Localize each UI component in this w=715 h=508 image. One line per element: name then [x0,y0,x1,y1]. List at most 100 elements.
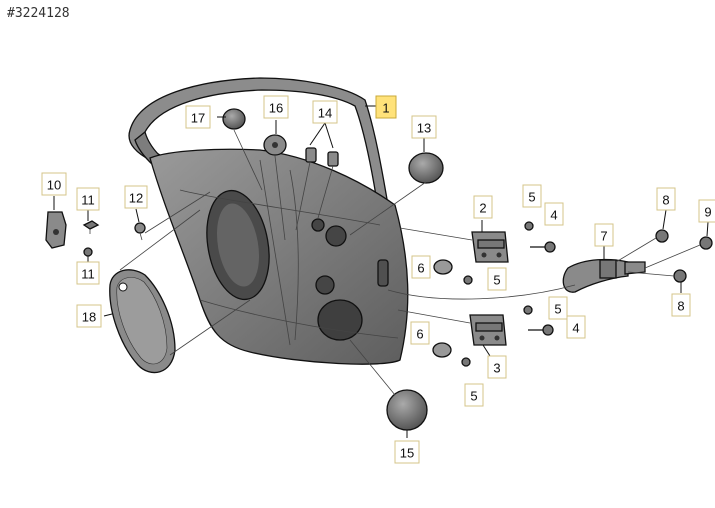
grommet-16 [263,134,287,156]
callout-number: 11 [81,267,95,282]
callout-box [76,187,100,211]
callout-box [312,100,338,124]
callout-box [464,383,484,407]
callout-box [487,267,507,291]
callout-box [185,105,211,129]
door-panel [149,148,409,365]
callout-box [410,321,430,345]
callout-c1: 1 [375,95,397,119]
bolt-8a [655,229,669,243]
callout-c17: 17 [185,105,211,129]
buffer-6b [432,342,452,358]
callout-c11b: 11 [76,261,100,285]
callout-c6a: 6 [411,255,431,279]
callout-box [671,293,691,317]
callout-number: 6 [417,261,424,276]
callout-box [522,184,542,208]
callout-box [41,172,67,196]
hinge-upper [471,231,509,263]
reference-number: #3224128 [7,6,70,21]
callout-box [411,255,431,279]
callout-box [566,315,586,339]
plug-13 [408,152,444,184]
callout-c2: 2 [473,195,493,219]
clip-12 [134,222,146,241]
screw-5a [524,221,534,231]
callout-number: 13 [417,121,431,136]
callout-number: 12 [129,191,143,206]
callout-box [548,296,568,320]
callout-number: 17 [191,111,205,126]
callout-c5a: 5 [522,184,542,208]
screw-5d [461,357,471,367]
clips-14 [305,147,339,167]
callout-number: 8 [662,193,669,208]
callout-c3: 3 [487,355,507,379]
callout-c8b: 8 [671,293,691,317]
callout-number: 7 [600,229,607,244]
hinge-lower [469,314,507,346]
callout-c12: 12 [124,185,148,209]
callout-number: 14 [318,106,332,121]
callout-number: 5 [528,190,535,205]
callout-c6b: 6 [410,321,430,345]
callout-number: 6 [416,327,423,342]
callout-box [375,95,397,119]
callout-c4a: 4 [544,202,564,226]
callout-c7: 7 [594,223,614,247]
callout-box [76,304,102,328]
callout-c13: 13 [411,115,437,139]
callout-c4b: 4 [566,315,586,339]
callout-number: 11 [81,193,95,208]
callout-c9: 9 [698,199,715,223]
callout-number: 10 [47,178,61,193]
bolt-4b [528,324,554,336]
callout-box [487,355,507,379]
callout-c16: 16 [263,95,289,119]
bolt-8b [673,269,687,283]
callout-box [263,95,289,119]
callout-number: 16 [269,101,283,116]
callout-box [124,185,148,209]
callout-box [594,223,614,247]
callout-c15: 15 [394,440,420,464]
screw-11b [83,247,93,257]
callout-number: 18 [82,310,96,325]
leader-lines [53,105,709,438]
callout-box [544,202,564,226]
callout-c5d: 5 [464,383,484,407]
callout-c14: 14 [312,100,338,124]
callout-number: 5 [554,302,561,317]
door-check [562,258,646,293]
buffer-6a [433,259,453,275]
callout-number: 3 [493,361,500,376]
callout-number: 4 [550,208,557,223]
callout-number: 2 [479,201,486,216]
callout-box [656,187,676,211]
callout-number: 4 [572,321,579,336]
callout-number: 5 [470,389,477,404]
sealing-membrane [109,269,176,374]
callout-c5c: 5 [548,296,568,320]
callout-c5b: 5 [487,267,507,291]
callout-box [411,115,437,139]
callout-box [698,199,715,223]
callout-c18: 18 [76,304,102,328]
bolt-4a [530,241,556,253]
callout-box [76,261,100,285]
callout-number: 5 [493,273,500,288]
plug-15 [386,389,428,431]
striker-bracket [45,211,67,249]
plug-17 [222,108,246,130]
screw-5b [463,275,473,285]
callout-number: 1 [382,101,389,116]
callout-box [473,195,493,219]
callout-c11a: 11 [76,187,100,211]
screw-11a [82,220,100,234]
bolt-9 [699,236,713,250]
callout-c10: 10 [41,172,67,196]
callout-number: 9 [704,205,711,220]
screw-5c [523,305,533,315]
